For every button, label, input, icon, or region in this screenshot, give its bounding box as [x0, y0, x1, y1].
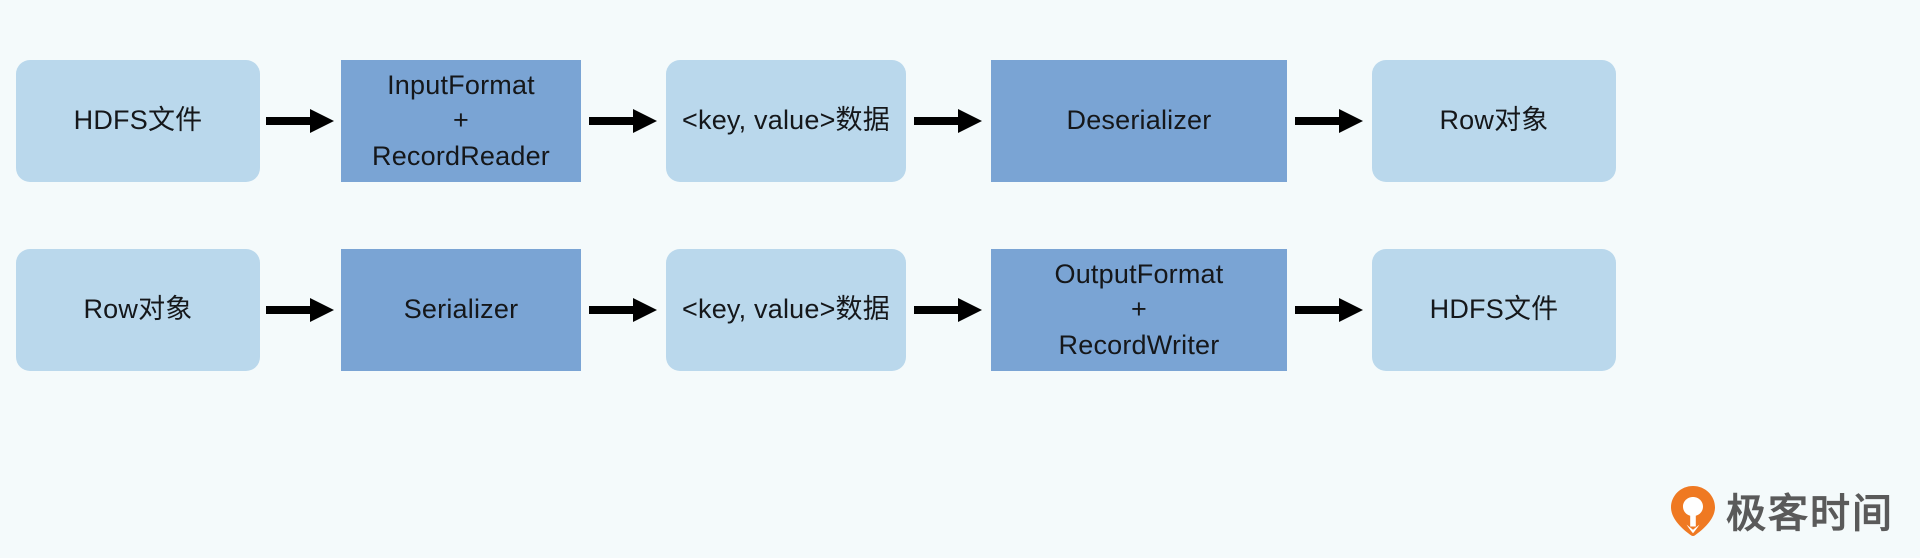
node-row-object-input[interactable]: Row对象: [16, 249, 260, 371]
row-lead-spacer: [0, 121, 16, 122]
node-deserializer[interactable]: Deserializer: [991, 60, 1287, 182]
node-serializer[interactable]: Serializer: [341, 249, 581, 371]
row-lead-spacer: [0, 310, 16, 311]
arrow-icon: [260, 60, 341, 182]
node-key-value-data-input[interactable]: <key, value>数据: [666, 60, 906, 182]
node-row-object-output[interactable]: Row对象: [1372, 60, 1616, 182]
node-hdfs-file-input[interactable]: HDFS文件: [16, 60, 260, 182]
location-pin-icon: [1670, 485, 1716, 542]
node-key-value-data-output[interactable]: <key, value>数据: [666, 249, 906, 371]
arrow-icon: [906, 60, 991, 182]
node-hdfs-file-output[interactable]: HDFS文件: [1372, 249, 1616, 371]
watermark-label: 极客时间: [1726, 491, 1894, 536]
arrow-icon: [581, 60, 666, 182]
diagram-row-write-path: Row对象 Serializer <key, value>数据 OutputFo…: [0, 249, 1920, 371]
arrow-icon: [581, 249, 666, 371]
arrow-icon: [1287, 249, 1372, 371]
arrow-icon: [1287, 60, 1372, 182]
arrow-icon: [260, 249, 341, 371]
node-inputformat-recordreader[interactable]: InputFormat + RecordReader: [341, 60, 581, 182]
node-outputformat-recordwriter[interactable]: OutputFormat + RecordWriter: [991, 249, 1287, 371]
watermark: 极客时间: [1670, 485, 1894, 542]
diagram-row-read-path: HDFS文件 InputFormat + RecordReader <key, …: [0, 60, 1920, 182]
arrow-icon: [906, 249, 991, 371]
